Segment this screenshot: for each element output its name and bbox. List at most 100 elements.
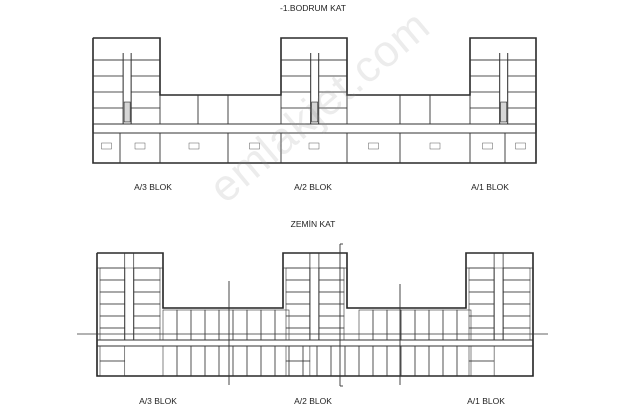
room (468, 345, 495, 362)
room (502, 303, 531, 317)
basement-floor-plan (92, 37, 537, 164)
room (372, 345, 388, 377)
room (92, 37, 161, 61)
room (469, 75, 501, 93)
room (133, 252, 164, 269)
room (99, 267, 126, 281)
room (162, 345, 178, 377)
room (99, 291, 126, 305)
room (386, 309, 402, 341)
room (285, 315, 311, 329)
room (442, 345, 458, 377)
room (204, 345, 220, 377)
room (344, 345, 360, 377)
room (456, 345, 472, 377)
service-room (309, 252, 320, 269)
room (469, 37, 537, 61)
room-label-box (515, 142, 526, 150)
room (285, 303, 311, 317)
room (133, 303, 161, 317)
room (465, 252, 495, 269)
room (133, 279, 161, 293)
room-label-box (308, 142, 320, 150)
room-label-box (368, 142, 379, 150)
room (372, 309, 388, 341)
room (227, 94, 282, 125)
room (507, 107, 537, 125)
room (96, 252, 126, 269)
basement-block-a3-label: A/3 BLOK (134, 182, 172, 192)
room-label-box (249, 142, 260, 150)
room-label-box (134, 142, 146, 150)
room (285, 360, 311, 377)
room (285, 279, 311, 293)
room (399, 132, 471, 164)
room (133, 315, 161, 329)
room (400, 345, 416, 377)
room (469, 91, 501, 109)
room (507, 59, 537, 77)
room (130, 107, 161, 125)
room-label-box (482, 142, 493, 150)
room (442, 309, 458, 341)
room (285, 345, 311, 362)
room (468, 360, 495, 377)
service-room (124, 252, 134, 269)
room (358, 345, 374, 377)
room (285, 267, 311, 281)
basement-block-a2-label: A/2 BLOK (294, 182, 332, 192)
room (246, 309, 262, 341)
room (316, 345, 332, 377)
room (99, 345, 126, 362)
room (246, 345, 262, 377)
room (119, 132, 161, 164)
room-label-box (429, 142, 441, 150)
room (469, 132, 506, 164)
room (502, 267, 531, 281)
room (414, 309, 430, 341)
room (260, 345, 276, 377)
room (468, 315, 495, 329)
room-label-box (101, 142, 112, 150)
room (162, 309, 178, 341)
room (280, 59, 312, 77)
room (330, 345, 346, 377)
room (502, 315, 531, 329)
room (428, 345, 444, 377)
room (285, 291, 311, 305)
room (133, 291, 161, 305)
room (99, 315, 126, 329)
room (197, 94, 229, 125)
room (468, 267, 495, 281)
basement-block-a1-label: A/1 BLOK (471, 182, 509, 192)
room (507, 75, 537, 93)
room (280, 37, 348, 61)
room (232, 309, 248, 341)
stair (311, 101, 319, 123)
room (282, 252, 311, 269)
room (99, 303, 126, 317)
stair (123, 101, 131, 123)
room (99, 279, 126, 293)
room (469, 59, 501, 77)
room (92, 91, 124, 109)
room (260, 309, 276, 341)
room (502, 291, 531, 305)
room (204, 309, 220, 341)
room (92, 132, 121, 164)
building-outline (96, 252, 534, 377)
ground-block-a1-label: A/1 BLOK (467, 396, 505, 406)
room (504, 132, 537, 164)
room (456, 309, 472, 341)
room (429, 94, 471, 125)
room (130, 75, 161, 93)
ground-title: ZEMİN KAT (290, 219, 336, 229)
room (502, 279, 531, 293)
room (130, 91, 161, 109)
room (468, 303, 495, 317)
room (159, 94, 199, 125)
room (92, 59, 124, 77)
room-label-box (188, 142, 200, 150)
room (92, 75, 124, 93)
